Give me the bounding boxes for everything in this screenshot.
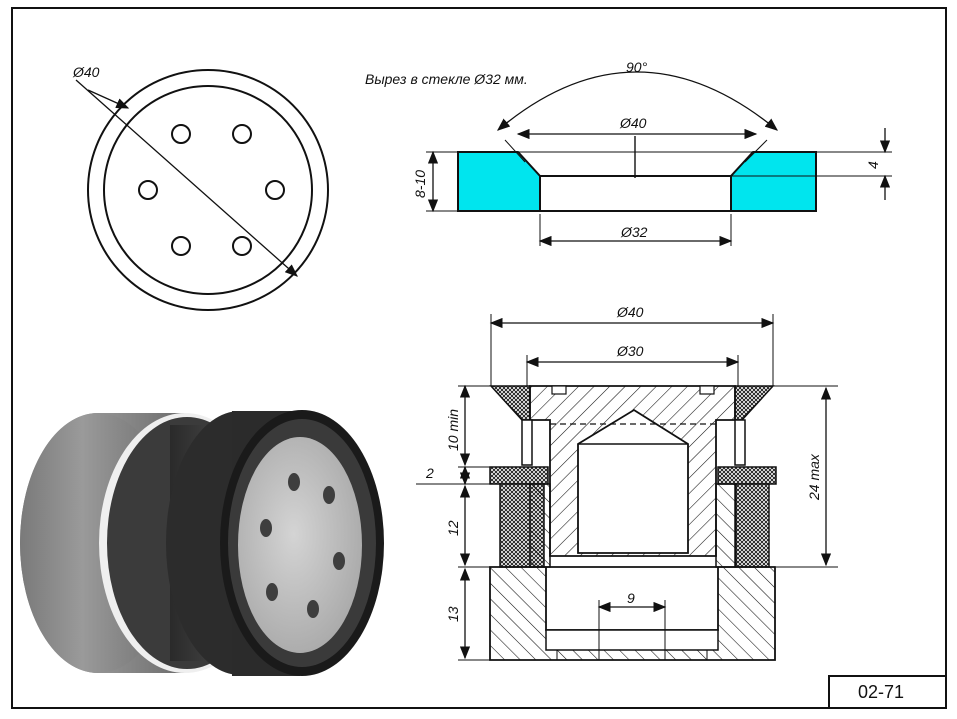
top-view-diameter-label: Ø40 [72, 64, 100, 80]
glass-outer-diameter-label: Ø40 [619, 115, 647, 131]
glass-edge-left [521, 419, 533, 466]
height-max-label: 24 max [806, 453, 822, 501]
angle-label: 90° [626, 59, 648, 75]
product-render [20, 410, 384, 676]
bore-label: 9 [627, 590, 635, 606]
glass-cutout-note: Вырез в стекле Ø32 мм. [365, 71, 528, 87]
nut-bore [545, 629, 719, 651]
glass-thickness-label: 8-10 [412, 170, 428, 198]
flange-diameter-label: Ø30 [616, 343, 644, 359]
plug-insert [577, 408, 689, 554]
drain-hole [232, 236, 252, 256]
top-view-inner-circle [103, 85, 313, 295]
angle-arc [497, 71, 779, 131]
drain-hole [232, 124, 252, 144]
top-view-diameter-line [75, 79, 298, 277]
drain-holes [138, 124, 285, 256]
top-view: Ø40 [72, 64, 329, 311]
drain-hole [171, 236, 191, 256]
glass-edge-right [734, 419, 746, 466]
top-min-label: 10 min [445, 409, 461, 451]
glass-right [730, 151, 817, 212]
drain-hole [265, 180, 285, 200]
glass-cutout-section: Вырез в стекле Ø32 мм. 90° Ø40 Ø32 8-10 … [365, 59, 892, 247]
glass-left [457, 151, 541, 212]
drain-hole [171, 124, 191, 144]
gasket-label: 2 [425, 465, 434, 481]
clamp-rubber-right [734, 483, 770, 568]
chamfer-depth-label: 4 [865, 161, 881, 169]
top-flange-rubber-right [734, 385, 775, 421]
render-holes [260, 473, 345, 618]
gasket-right [717, 466, 777, 485]
clamp-body-right [715, 483, 737, 568]
drain-hole [138, 180, 158, 200]
clamp-height-label: 12 [445, 520, 461, 536]
title-block: 02-71 [828, 675, 947, 709]
drawing-frame [11, 7, 947, 709]
glass-inner-diameter-label: Ø32 [620, 224, 648, 240]
nut-height-label: 13 [445, 606, 461, 622]
assembly-section: Ø40 Ø30 9 10 min [416, 304, 838, 661]
clamp-body-left [529, 483, 551, 568]
top-flange-rubber-left [489, 385, 531, 421]
gasket-left [489, 466, 549, 485]
assembly-outer-diameter-label: Ø40 [616, 304, 644, 320]
drawing-code: 02-71 [858, 682, 904, 702]
render-face [238, 437, 362, 653]
